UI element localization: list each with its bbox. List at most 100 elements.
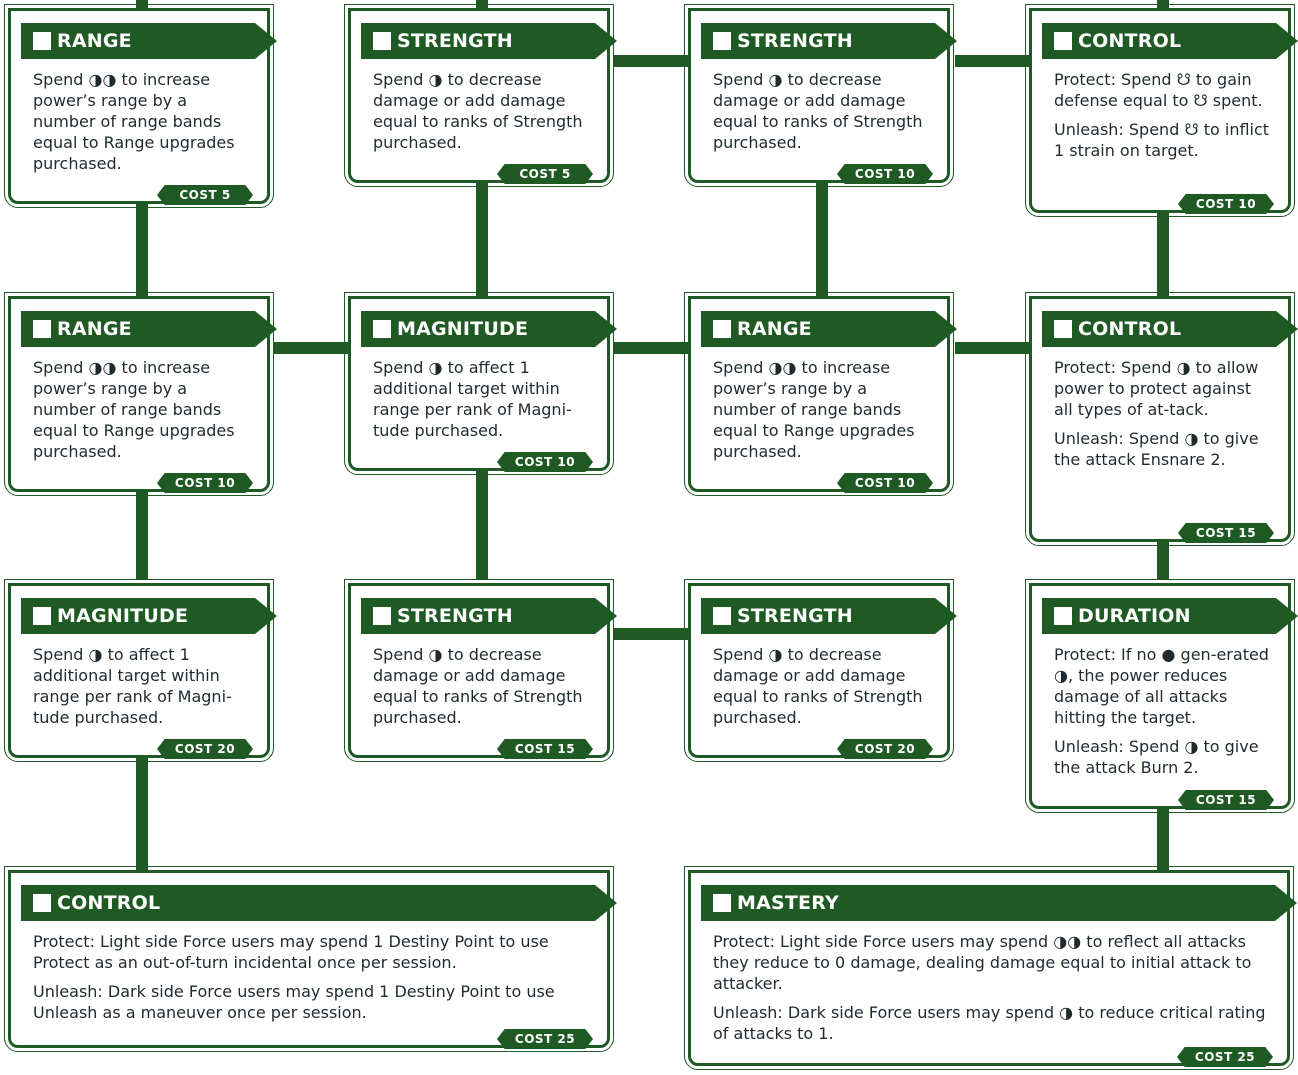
connector: [955, 55, 1035, 67]
cost-badge: COST 25: [1177, 1047, 1273, 1067]
card-header: CONTROL: [1042, 311, 1298, 347]
card-title: STRENGTH: [397, 605, 513, 627]
square-icon: [33, 32, 51, 50]
cost-badge: COST 10: [1178, 194, 1274, 214]
card-header: RANGE: [21, 311, 277, 347]
connector: [1157, 805, 1169, 870]
card-title: CONTROL: [1078, 318, 1182, 340]
connector: [136, 200, 148, 300]
card-text: Spend ◑ to decrease damage or add damage…: [713, 70, 923, 152]
card-body: Protect: Spend ☋ to gain defense equal t…: [1054, 69, 1274, 169]
card-body: Protect: Spend ◑ to allow power to prote…: [1054, 357, 1274, 478]
card-text: Spend ◑ to affect 1 additional target wi…: [33, 645, 232, 727]
upgrade-card-control-wide: CONTROL Protect: Light side Force users …: [4, 866, 610, 1052]
card-header: STRENGTH: [701, 23, 957, 59]
card-header: DURATION: [1042, 598, 1298, 634]
card-text-unleash: Unleash: Dark side Force users may spend…: [33, 982, 555, 1022]
square-icon: [33, 320, 51, 338]
upgrade-card-duration: DURATION Protect: If no ● gen-erated ◑, …: [1025, 579, 1291, 813]
square-icon: [713, 320, 731, 338]
card-body: Protect: Light side Force users may spen…: [33, 931, 593, 1031]
square-icon: [33, 894, 51, 912]
cost-badge: COST 10: [157, 473, 253, 493]
connector: [136, 488, 148, 580]
card-text-unleash: Unleash: Spend ☋ to inflict 1 strain on …: [1054, 120, 1270, 160]
card-body: Protect: Light side Force users may spen…: [713, 931, 1273, 1052]
card-text-protect: Protect: Spend ◑ to allow power to prote…: [1054, 358, 1259, 419]
cost-badge: COST 20: [837, 739, 933, 759]
upgrade-card-mastery: MASTERY Protect: Light side Force users …: [684, 866, 1290, 1070]
upgrade-card-magnitude: MAGNITUDE Spend ◑ to affect 1 additional…: [344, 292, 610, 475]
card-text-unleash: Unleash: Dark side Force users may spend…: [713, 1003, 1266, 1043]
cost-badge: COST 5: [157, 185, 253, 205]
card-header: RANGE: [21, 23, 277, 59]
card-header: MAGNITUDE: [21, 598, 277, 634]
upgrade-card-strength: STRENGTH Spend ◑ to decrease damage or a…: [344, 579, 610, 762]
card-text-protect: Protect: Spend ☋ to gain defense equal t…: [1054, 70, 1263, 110]
cost-badge: COST 5: [497, 164, 593, 184]
card-text-protect: Protect: If no ● gen-erated ◑, the power…: [1054, 645, 1269, 727]
card-text-unleash: Unleash: Spend ◑ to give the attack Ensn…: [1054, 429, 1259, 469]
connector: [614, 342, 694, 354]
connector: [136, 755, 148, 870]
square-icon: [713, 32, 731, 50]
card-title: CONTROL: [57, 892, 161, 914]
cost-badge: COST 10: [497, 452, 593, 472]
card-title: RANGE: [737, 318, 812, 340]
cost-badge: COST 15: [1178, 790, 1274, 810]
card-text: Spend ◑◑ to increase power’s range by a …: [33, 358, 235, 461]
card-text: Spend ◑ to decrease damage or add damage…: [373, 645, 583, 727]
square-icon: [713, 607, 731, 625]
card-title: STRENGTH: [737, 605, 853, 627]
card-title: MASTERY: [737, 892, 839, 914]
cost-badge: COST 10: [837, 164, 933, 184]
connector: [274, 342, 354, 354]
card-body: Spend ◑ to decrease damage or add damage…: [713, 69, 933, 161]
card-body: Spend ◑◑ to increase power’s range by a …: [713, 357, 933, 470]
cost-badge: COST 15: [497, 739, 593, 759]
cost-badge: COST 20: [157, 739, 253, 759]
card-header: MAGNITUDE: [361, 311, 617, 347]
card-header: CONTROL: [1042, 23, 1298, 59]
card-text: Spend ◑◑ to increase power’s range by a …: [713, 358, 915, 461]
square-icon: [373, 32, 391, 50]
card-title: CONTROL: [1078, 30, 1182, 52]
card-title: DURATION: [1078, 605, 1191, 627]
card-body: Spend ◑◑ to increase power’s range by a …: [33, 357, 253, 470]
upgrade-card-range: RANGE Spend ◑◑ to increase power’s range…: [684, 292, 950, 496]
upgrade-card-magnitude: MAGNITUDE Spend ◑ to affect 1 additional…: [4, 579, 270, 762]
upgrade-card-strength: STRENGTH Spend ◑ to decrease damage or a…: [684, 579, 950, 762]
connector: [955, 342, 1035, 354]
card-title: STRENGTH: [397, 30, 513, 52]
card-title: RANGE: [57, 30, 132, 52]
square-icon: [713, 894, 731, 912]
connector: [476, 468, 488, 580]
card-text-protect: Protect: Light side Force users may spen…: [713, 932, 1252, 993]
square-icon: [373, 320, 391, 338]
upgrade-card-range: RANGE Spend ◑◑ to increase power’s range…: [4, 292, 270, 496]
connector: [1157, 540, 1169, 580]
card-body: Spend ◑ to decrease damage or add damage…: [373, 644, 593, 736]
card-text: Spend ◑ to decrease damage or add damage…: [373, 70, 583, 152]
card-body: Spend ◑ to decrease damage or add damage…: [373, 69, 593, 161]
square-icon: [33, 607, 51, 625]
card-body: Spend ◑ to decrease damage or add damage…: [713, 644, 933, 736]
card-text: Spend ◑ to decrease damage or add damage…: [713, 645, 923, 727]
cost-badge: COST 15: [1178, 523, 1274, 543]
card-body: Spend ◑◑ to increase power’s range by a …: [33, 69, 253, 182]
connector: [816, 180, 828, 300]
card-body: Spend ◑ to affect 1 additional target wi…: [33, 644, 253, 736]
square-icon: [1054, 607, 1072, 625]
card-header: MASTERY: [701, 885, 1297, 921]
upgrade-card-control: CONTROL Protect: Spend ◑ to allow power …: [1025, 292, 1291, 546]
connector: [614, 628, 694, 640]
upgrade-card-control: CONTROL Protect: Spend ☋ to gain defense…: [1025, 4, 1291, 217]
connector: [614, 55, 694, 67]
card-title: MAGNITUDE: [397, 318, 529, 340]
connector: [1157, 210, 1169, 300]
square-icon: [1054, 32, 1072, 50]
card-text-unleash: Unleash: Spend ◑ to give the attack Burn…: [1054, 737, 1259, 777]
connector: [476, 180, 488, 300]
card-header: STRENGTH: [361, 598, 617, 634]
card-header: STRENGTH: [361, 23, 617, 59]
